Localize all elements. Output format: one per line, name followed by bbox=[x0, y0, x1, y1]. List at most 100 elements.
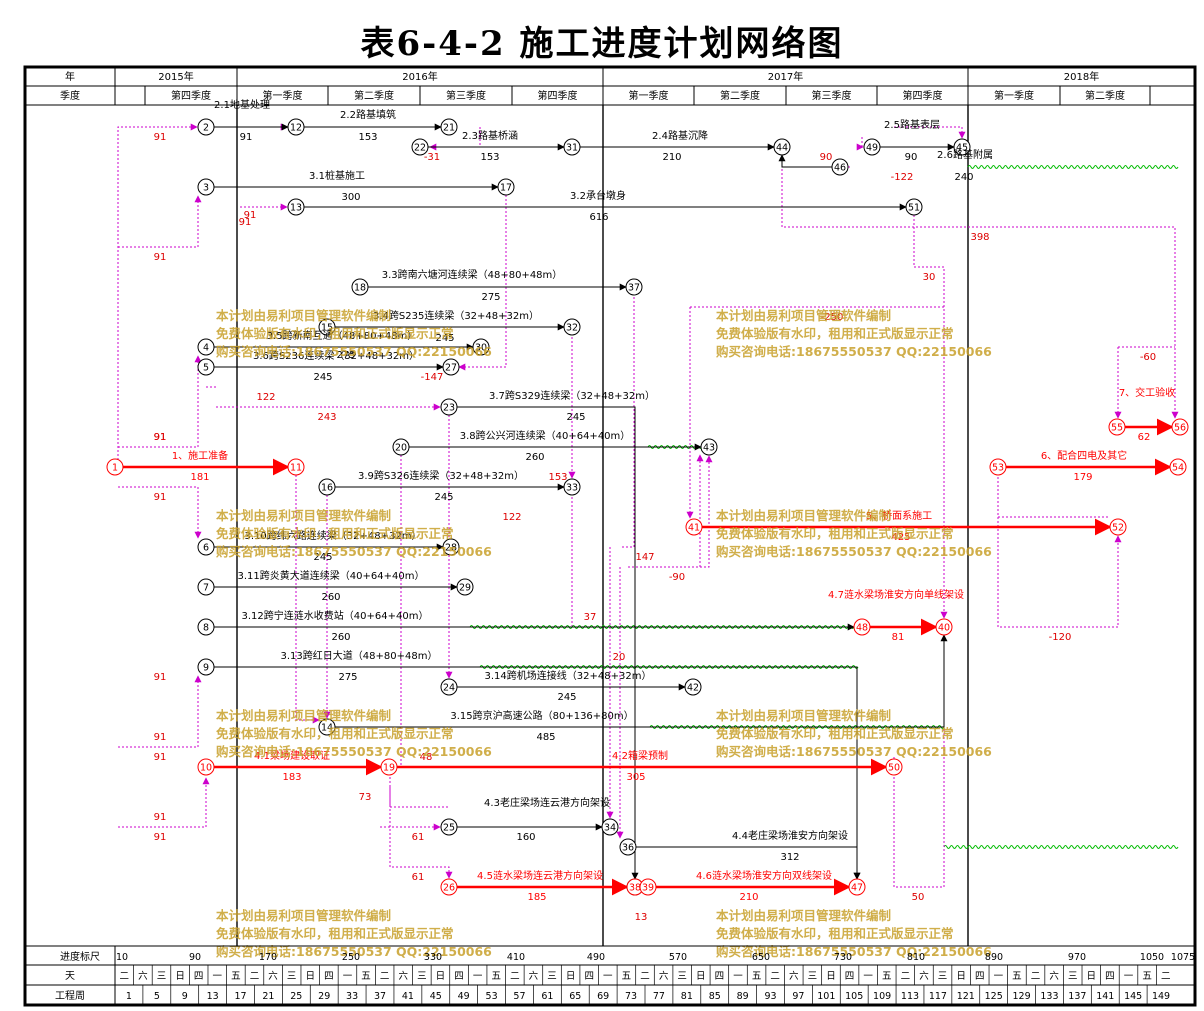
dummy-link bbox=[458, 195, 507, 371]
event-node bbox=[563, 138, 581, 156]
event-node bbox=[472, 338, 490, 356]
day-cell: 二 bbox=[1161, 971, 1171, 982]
lag-value: 91 bbox=[154, 832, 167, 843]
event-node-number: 1 bbox=[112, 463, 118, 474]
event-node-number: 4 bbox=[203, 343, 209, 354]
watermark-text: 本计划由易利项目管理软件编制 bbox=[216, 708, 391, 723]
event-node bbox=[411, 138, 429, 156]
day-cell: 三 bbox=[417, 971, 427, 982]
activity-name: 3.13跨红日大道（48+80+48m） bbox=[281, 649, 438, 662]
day-cell: 日 bbox=[436, 971, 446, 982]
lag-value: 90 bbox=[820, 152, 833, 163]
day-cell: 五 bbox=[361, 971, 371, 982]
activity-duration: 260 bbox=[525, 452, 544, 463]
day-cell: 二 bbox=[120, 971, 130, 982]
week-cell: 133 bbox=[1040, 991, 1058, 1002]
event-node bbox=[863, 138, 881, 156]
event-node bbox=[773, 138, 791, 156]
event-node bbox=[197, 338, 215, 356]
week-cell: 125 bbox=[985, 991, 1003, 1002]
event-node bbox=[700, 438, 718, 456]
event-node-number: 29 bbox=[459, 583, 471, 594]
watermark-text: 购买咨询电话:18675550537 QQ:22150066 bbox=[716, 544, 992, 559]
event-node-number: 56 bbox=[1174, 423, 1186, 434]
event-node bbox=[853, 618, 871, 636]
activity-name: 6、配合四电及其它 bbox=[1041, 449, 1127, 462]
lag-value: -120 bbox=[1049, 632, 1072, 643]
week-cell: 149 bbox=[1152, 991, 1170, 1002]
day-cell: 日 bbox=[306, 971, 316, 982]
year-label: 2018年 bbox=[1064, 70, 1099, 83]
lag-value: -31 bbox=[424, 152, 440, 163]
float-line bbox=[967, 165, 1179, 169]
week-cell: 85 bbox=[709, 991, 721, 1002]
week-cell: 53 bbox=[486, 991, 498, 1002]
dummy-link bbox=[997, 477, 1122, 628]
week-cell: 137 bbox=[1068, 991, 1086, 1002]
event-node-number: 50 bbox=[888, 763, 900, 774]
week-cell: 29 bbox=[318, 991, 330, 1002]
dummy-link bbox=[118, 195, 202, 248]
lag-value: 398 bbox=[970, 232, 989, 243]
event-node-number: 24 bbox=[443, 683, 455, 694]
activity-arrow bbox=[335, 634, 948, 728]
event-node-number: 44 bbox=[776, 143, 788, 154]
day-cell: 二 bbox=[901, 971, 911, 982]
activity-duration: 153 bbox=[480, 152, 499, 163]
week-cell: 113 bbox=[901, 991, 919, 1002]
quarter-label: 第一季度 bbox=[629, 89, 669, 102]
watermark-text: 免费体验版有水印，租用和正式版显示正常 bbox=[216, 526, 454, 541]
lag-value: -60 bbox=[1140, 352, 1156, 363]
day-cell: 六 bbox=[529, 970, 539, 982]
dummy-link bbox=[628, 454, 704, 568]
day-cell: 六 bbox=[138, 970, 148, 982]
week-cell: 73 bbox=[625, 991, 637, 1002]
quarter-label: 第二季度 bbox=[354, 89, 394, 102]
day-row-label: 天 bbox=[65, 971, 75, 982]
event-node bbox=[440, 118, 458, 136]
event-node-number: 21 bbox=[443, 123, 455, 134]
quarter-row-label: 季度 bbox=[60, 89, 80, 102]
week-cell: 141 bbox=[1096, 991, 1114, 1002]
week-cell: 37 bbox=[374, 991, 386, 1002]
activity-duration: 245 bbox=[434, 492, 453, 503]
week-cell: 117 bbox=[929, 991, 947, 1002]
watermark-text: 购买咨询电话:18675550537 QQ:22150066 bbox=[716, 944, 992, 959]
watermark-text: 本计划由易利项目管理软件编制 bbox=[716, 908, 891, 923]
activity-name: 7、交工验收 bbox=[1119, 386, 1175, 399]
activity-duration: 185 bbox=[527, 892, 546, 903]
event-node-number: 52 bbox=[1112, 523, 1124, 534]
event-node bbox=[318, 318, 336, 336]
event-node-number: 32 bbox=[566, 323, 578, 334]
event-node-number: 48 bbox=[856, 623, 868, 634]
watermark-text: 本计划由易利项目管理软件编制 bbox=[216, 508, 391, 523]
event-node bbox=[392, 438, 410, 456]
watermark-text: 本计划由易利项目管理软件编制 bbox=[216, 308, 391, 323]
lag-value: 61 bbox=[412, 872, 425, 883]
activity-name: 2.5路基表层 bbox=[884, 118, 940, 131]
activity-name: 5、桥面系施工 bbox=[866, 509, 932, 522]
week-cell: 1 bbox=[126, 991, 132, 1002]
event-node-number: 54 bbox=[1172, 463, 1184, 474]
lag-value: -250 bbox=[821, 312, 844, 323]
page-title: 表6-4-2 施工进度计划网络图 bbox=[360, 24, 844, 64]
event-node bbox=[197, 538, 215, 556]
event-node bbox=[380, 758, 398, 776]
event-node-number: 36 bbox=[622, 843, 634, 854]
event-node bbox=[106, 458, 124, 476]
scale-tick: 330 bbox=[424, 952, 442, 963]
event-node-number: 40 bbox=[938, 623, 950, 634]
lag-value: 91 bbox=[244, 210, 257, 221]
event-node bbox=[442, 358, 460, 376]
week-cell: 101 bbox=[817, 991, 835, 1002]
event-node-number: 3 bbox=[203, 183, 209, 194]
week-cell: 49 bbox=[458, 991, 470, 1002]
watermark-text: 本计划由易利项目管理软件编制 bbox=[716, 708, 891, 723]
event-node bbox=[287, 118, 305, 136]
day-cell: 二 bbox=[640, 971, 650, 982]
event-node bbox=[639, 878, 657, 896]
event-node bbox=[287, 458, 305, 476]
